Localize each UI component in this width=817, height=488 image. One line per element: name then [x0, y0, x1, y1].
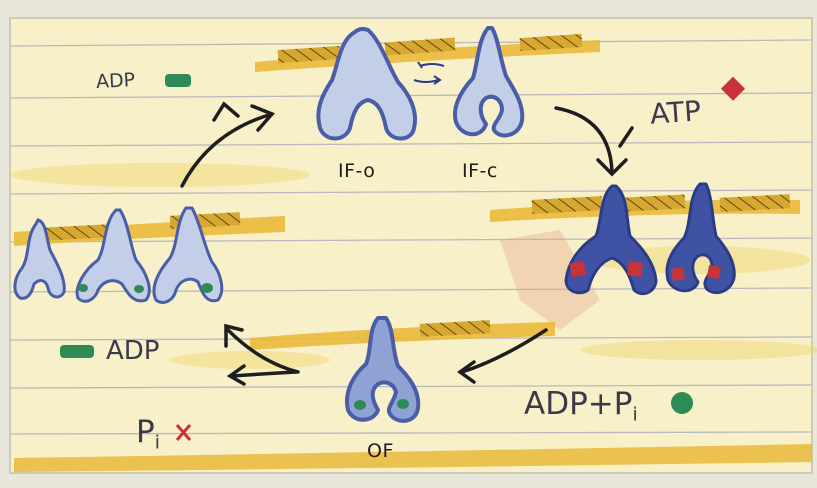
- annotation-atp: ATP: [649, 94, 702, 130]
- annotation-adp-pi: ADP+Pi: [524, 386, 638, 426]
- pi-main: P: [136, 414, 155, 450]
- annotation-adp-top: ADP: [95, 69, 135, 93]
- adp-pi-main: ADP+P: [524, 386, 632, 422]
- label-outward-facing: OF: [367, 440, 394, 462]
- label-if-open: IF-o: [338, 160, 375, 182]
- annotation-pi: Pi: [136, 414, 160, 454]
- adp-token-top: [165, 74, 191, 87]
- label-if-closed: IF-c: [462, 160, 498, 182]
- adp-pi-sub: i: [632, 405, 637, 426]
- annotation-adp-left: ADP: [106, 336, 160, 366]
- pi-sub: i: [155, 433, 160, 454]
- phosphate-token: [671, 392, 693, 414]
- adp-token-left: [60, 345, 94, 358]
